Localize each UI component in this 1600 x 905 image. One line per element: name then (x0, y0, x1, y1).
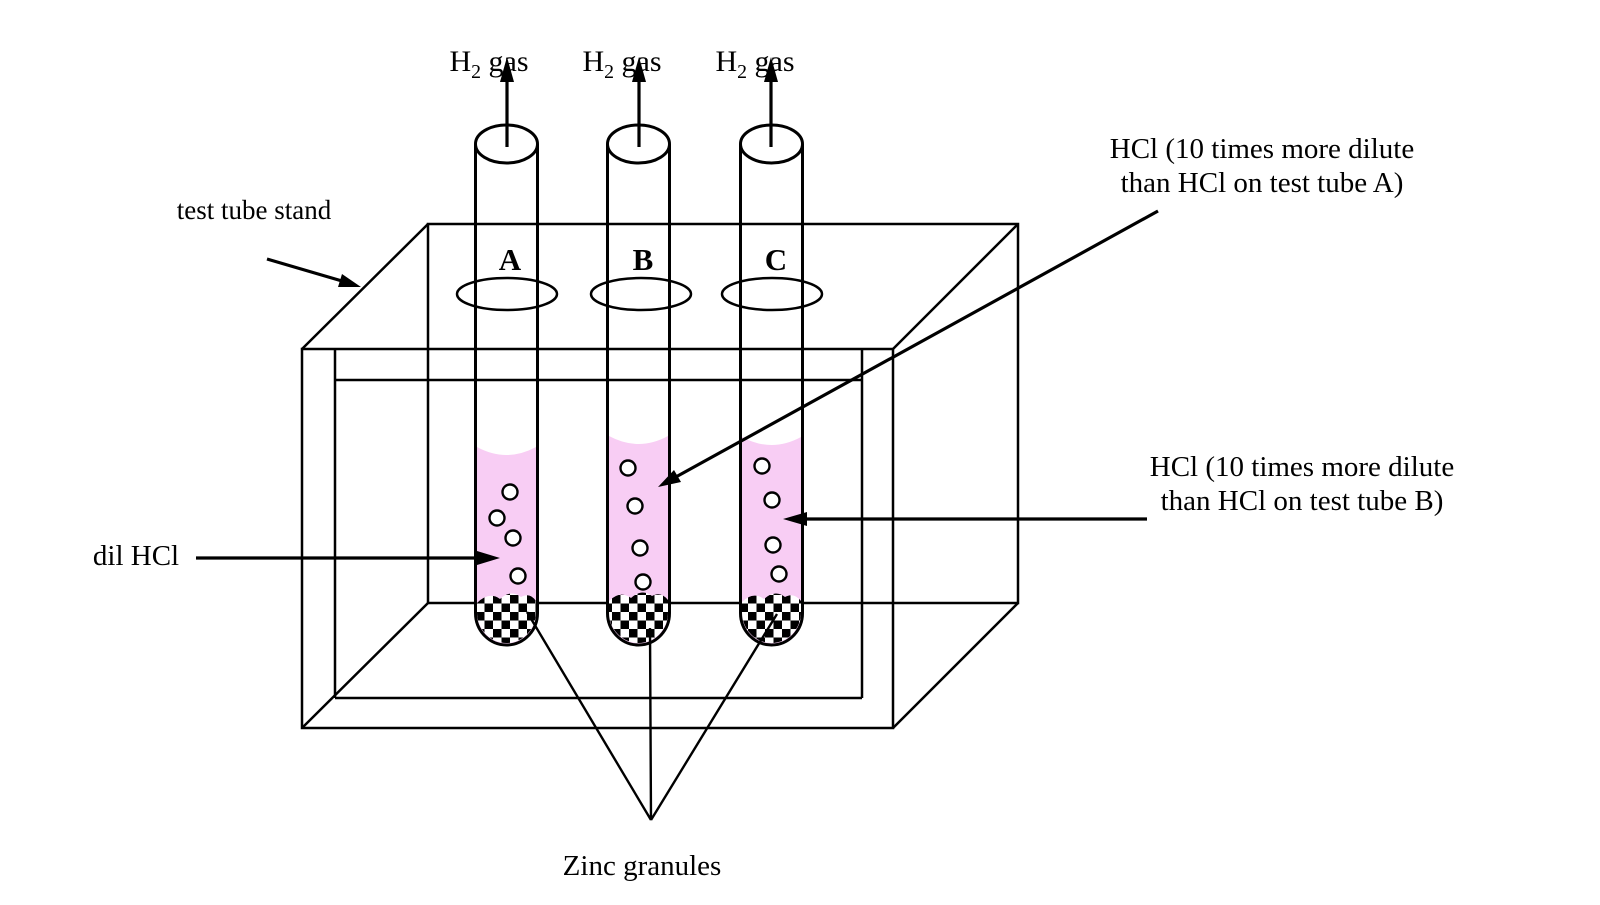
h2-gas-arrow-b (632, 57, 646, 147)
dil-hcl-pointer (196, 551, 500, 565)
arrowhead-icon (783, 512, 807, 526)
test-tube-stand-pointer (266, 257, 361, 287)
h2-gas-label-a: H2 gas (449, 45, 529, 83)
test-tube-c (739, 123, 804, 647)
stand-front-inner-frame (333, 349, 864, 700)
tube-b-zinc-granules (609, 592, 668, 643)
stand-hole-c (720, 276, 824, 312)
bubble (770, 565, 788, 583)
bubble (626, 497, 644, 515)
test-tube-a (474, 123, 539, 647)
dil-hcl-label: dil HCl (92, 540, 180, 572)
test-tube-stand-label: test tube stand (176, 195, 332, 225)
bubble (634, 573, 652, 591)
stand-back-face (426, 222, 1020, 605)
tube-letter-a: A (498, 242, 522, 277)
tube-a-zinc-granules (477, 593, 536, 643)
bubble (501, 483, 519, 501)
bubble (509, 567, 527, 585)
tube-c-glass (739, 144, 804, 647)
bubble (631, 539, 649, 557)
bubble (763, 491, 781, 509)
tube-letter-b: B (632, 242, 654, 277)
h2-gas-arrow-c (764, 57, 778, 147)
tube-a-liquid (477, 447, 536, 644)
tube-b-glass (606, 144, 671, 647)
stand-hole-a (455, 276, 559, 312)
hcl-dilute-b-line2: than HCl on test tube B) (1160, 485, 1444, 517)
arrowhead-icon (338, 274, 361, 287)
hcl-dilute-a-line1: HCl (10 times more dilute (1109, 133, 1415, 165)
hcl-dilute-b-pointer (783, 512, 1147, 526)
arrowhead-up-icon (632, 57, 646, 82)
bubble (764, 536, 782, 554)
stand-corner-edges (301, 223, 1019, 729)
hcl-dilute-a-line2: than HCl on test tube A) (1120, 167, 1404, 199)
bubble (619, 459, 637, 477)
hcl-dilute-a-pointer (658, 209, 1159, 487)
test-tube-b (606, 123, 671, 647)
zinc-granules-leader-lines (525, 611, 779, 821)
h2-gas-label-c: H2 gas (715, 45, 795, 83)
zinc-granules-label: Zinc granules (562, 850, 722, 882)
bubble (488, 509, 506, 527)
h2-gas-label-b: H2 gas (582, 45, 662, 83)
arrowhead-icon (477, 551, 500, 565)
arrowhead-up-icon (500, 57, 514, 82)
tube-a-glass (474, 144, 539, 647)
stand-hole-b (589, 276, 693, 312)
h2-gas-arrow-a (500, 57, 514, 147)
tube-c-zinc-granules (742, 593, 801, 643)
hcl-dilute-a-label: HCl (10 times more dilute than HCl on te… (1110, 132, 1414, 200)
bubble (504, 529, 522, 547)
bubble (753, 457, 771, 475)
hcl-dilute-b-line1: HCl (10 times more dilute (1149, 451, 1455, 483)
tube-letter-c: C (764, 242, 788, 277)
arrowhead-up-icon (764, 57, 778, 82)
hcl-dilute-b-label: HCl (10 times more dilute than HCl on te… (1150, 450, 1454, 518)
arrowhead-icon (658, 470, 681, 487)
